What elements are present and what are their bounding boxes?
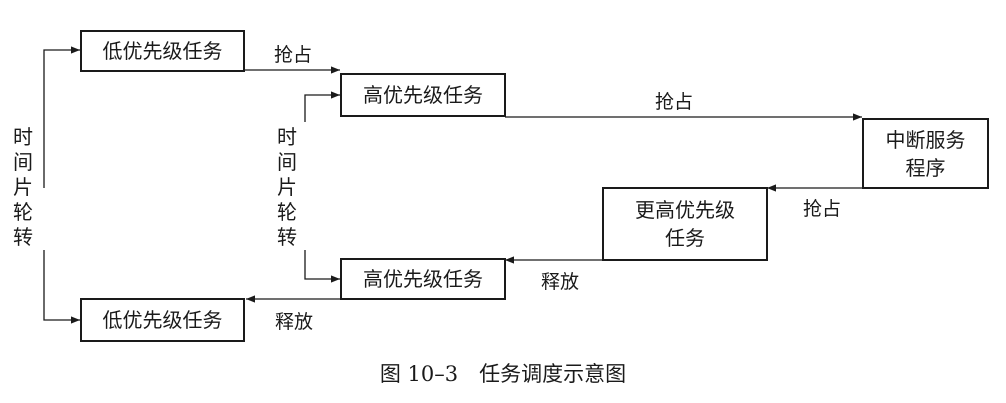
high-priority-task-top-label: 高优先级任务	[363, 83, 483, 107]
high-priority-task-top: 高优先级任务	[340, 73, 506, 117]
high-priority-task-bottom: 高优先级任务	[340, 258, 506, 300]
low-priority-task-bottom: 低优先级任务	[80, 298, 245, 342]
timeslice-outer-arrow-top	[43, 46, 80, 188]
timeslice-outer-char: 片	[13, 175, 33, 199]
preempt-label-1: 抢占	[274, 44, 313, 66]
isr-label-line2: 程序	[905, 155, 946, 180]
timeslice-inner-arrow-top	[304, 91, 340, 122]
isr-label-line1: 中断服务	[885, 127, 966, 152]
timeslice-outer-arrow-bottom	[43, 250, 80, 324]
release-label-2: 释放	[275, 311, 314, 333]
low-priority-task-top: 低优先级任务	[80, 30, 245, 72]
timeslice-inner-char: 时	[277, 125, 297, 149]
timeslice-inner-label: 时 间 片 轮 转	[276, 125, 298, 250]
timeslice-inner-char: 轮	[277, 200, 297, 224]
timeslice-inner-arrow-bottom	[304, 250, 340, 283]
timeslice-outer-label: 时 间 片 轮 转	[12, 125, 34, 250]
higher-task-label-line1: 更高优先级	[635, 198, 735, 222]
interrupt-service-routine: 中断服务 程序	[862, 118, 989, 189]
low-priority-task-top-label: 低优先级任务	[102, 39, 223, 63]
timeslice-outer-char: 时	[13, 125, 33, 149]
higher-task-label-line2: 任务	[665, 226, 705, 250]
timeslice-outer-char: 间	[13, 150, 33, 174]
higher-priority-task: 更高优先级 任务	[602, 187, 768, 261]
figure-caption: 图 10–3 任务调度示意图	[379, 362, 627, 386]
preempt-label-3: 抢占	[803, 198, 842, 220]
release-label-1: 释放	[541, 271, 580, 293]
low-priority-task-bottom-label: 低优先级任务	[102, 308, 223, 332]
high-priority-task-bottom-label: 高优先级任务	[363, 267, 483, 291]
timeslice-outer-char: 轮	[13, 200, 33, 224]
timeslice-inner-char: 间	[277, 150, 297, 174]
timeslice-inner-char: 转	[277, 225, 297, 249]
preempt-label-2: 抢占	[655, 91, 694, 113]
timeslice-outer-char: 转	[13, 225, 33, 249]
timeslice-inner-char: 片	[277, 175, 297, 199]
